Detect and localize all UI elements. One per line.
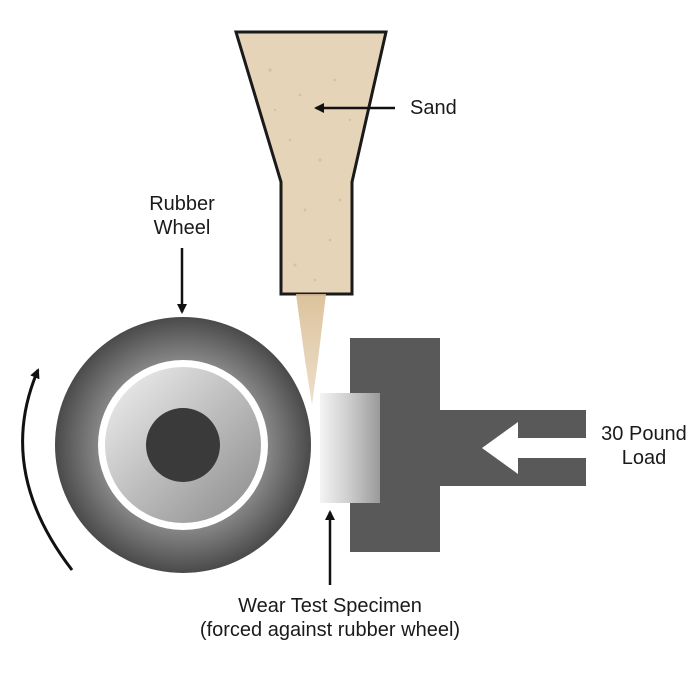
sand-hopper bbox=[233, 30, 388, 296]
specimen-label: Wear Test Specimen (forced against rubbe… bbox=[160, 594, 500, 642]
rotation-arrow bbox=[21, 368, 74, 571]
wear-test-specimen bbox=[320, 393, 380, 503]
sand-stream bbox=[296, 294, 326, 405]
load-label-line2: Load bbox=[621, 447, 667, 469]
load-arrow bbox=[482, 422, 586, 474]
specimen-label-line1: Wear Test Specimen bbox=[238, 595, 422, 617]
rubber-wheel-label-line1: Rubber bbox=[149, 193, 215, 215]
rubber-wheel-label-line2: Wheel bbox=[153, 217, 211, 239]
sand-texture bbox=[268, 68, 352, 282]
specimen-label-line2: (forced against rubber wheel) bbox=[199, 619, 461, 641]
sand-label: Sand bbox=[410, 97, 457, 119]
wheel-hub bbox=[146, 408, 220, 482]
load-label: 30 Pound Load bbox=[590, 422, 698, 470]
load-label-line1: 30 Pound bbox=[601, 423, 687, 445]
rubber-wheel-label: Rubber Wheel bbox=[132, 192, 232, 240]
load-block bbox=[350, 338, 586, 552]
